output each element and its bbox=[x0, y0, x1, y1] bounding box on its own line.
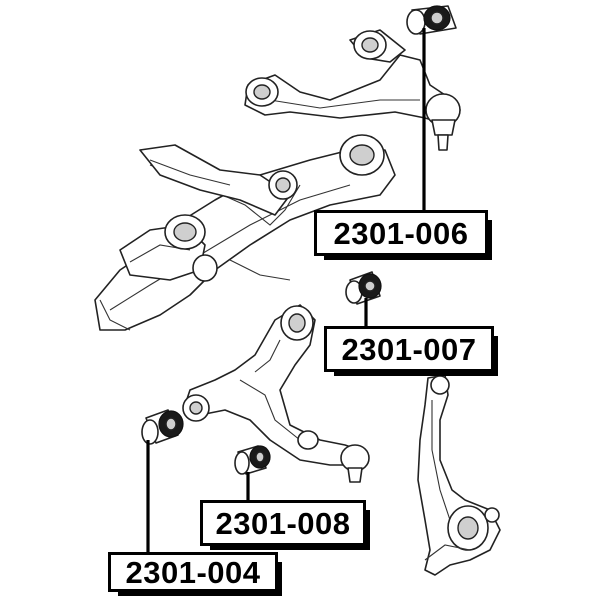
part-label-2301-004: 2301-004 bbox=[108, 552, 282, 596]
part-label-2301-008: 2301-008 bbox=[200, 500, 370, 550]
upper-control-arm bbox=[244, 29, 461, 151]
part-label-2301-007: 2301-007 bbox=[324, 326, 498, 376]
part-number-text: 2301-008 bbox=[215, 505, 351, 541]
bushing-2301-006 bbox=[406, 5, 457, 35]
bushing-2301-007 bbox=[345, 271, 382, 305]
leader-lines bbox=[146, 28, 426, 554]
bushing-2301-008 bbox=[234, 445, 271, 475]
steering-knuckle bbox=[417, 374, 501, 576]
lower-control-arm bbox=[182, 304, 370, 483]
subframe bbox=[94, 134, 396, 331]
part-number-text: 2301-004 bbox=[125, 554, 261, 590]
part-label-2301-006: 2301-006 bbox=[314, 210, 492, 260]
part-number-text: 2301-006 bbox=[333, 215, 469, 251]
part-number-text: 2301-007 bbox=[341, 331, 477, 367]
bushing-2301-004 bbox=[141, 409, 184, 445]
